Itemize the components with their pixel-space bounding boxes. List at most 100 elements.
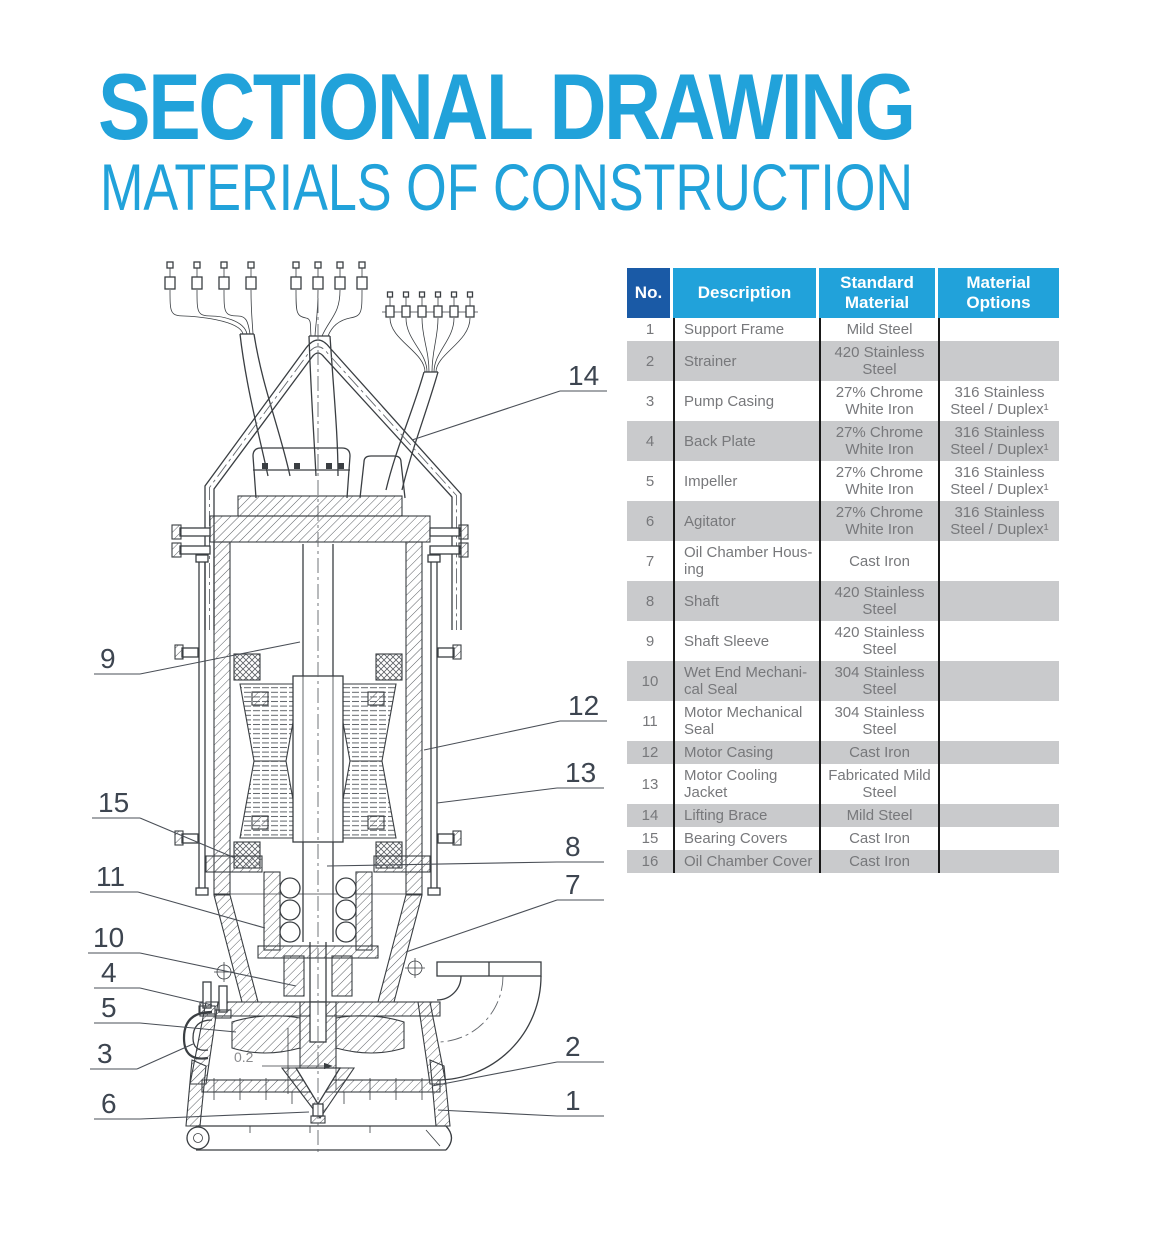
column-header-description: Description xyxy=(673,268,819,318)
cell-material-options xyxy=(938,541,1059,581)
cell-no: 10 xyxy=(641,672,659,690)
cell-description: Oil Chamber Cover xyxy=(673,850,819,873)
callout-number-8: 8 xyxy=(565,831,581,862)
cell-no: 11 xyxy=(642,712,658,730)
shaft-and-rotor xyxy=(292,544,344,942)
callout-number-3: 3 xyxy=(97,1038,113,1069)
cell-material-options xyxy=(938,850,1059,873)
cell-material-options xyxy=(938,804,1059,827)
cell-no: 16 xyxy=(641,853,659,870)
callout-number-10: 10 xyxy=(93,922,124,953)
cell-no: 12 xyxy=(641,744,659,761)
cell-description: Motor Casing xyxy=(673,741,819,764)
callout-number-1: 1 xyxy=(565,1085,581,1116)
dimension-label: 0.2 xyxy=(234,1049,254,1065)
cell-no: 1 xyxy=(645,321,655,338)
cell-description: Oil Chamber Hous- ing xyxy=(673,541,819,581)
cell-no: 3 xyxy=(645,392,655,410)
callout-number-14: 14 xyxy=(568,360,599,391)
strainer xyxy=(213,1078,423,1104)
callout-5: 5 xyxy=(94,992,237,1033)
cover-bolts xyxy=(171,524,469,558)
callout-11: 11 xyxy=(90,861,266,929)
cell-material-options xyxy=(938,341,1059,381)
cell-description: Back Plate xyxy=(673,421,819,461)
callout-number-12: 12 xyxy=(568,690,599,721)
cell-material-options xyxy=(938,741,1059,764)
cell-standard-material: Cast Iron xyxy=(819,541,938,581)
cell-no: 7 xyxy=(645,552,655,570)
callout-15: 15 xyxy=(92,787,236,859)
callout-number-7: 7 xyxy=(565,869,581,900)
page-subtitle: MATERIALS OF CONSTRUCTION xyxy=(100,150,914,224)
cell-standard-material: Cast Iron xyxy=(819,741,938,764)
cell-description: Agitator xyxy=(673,501,819,541)
motor-cooling-jacket xyxy=(174,554,462,896)
cell-no: 8 xyxy=(645,592,655,610)
callout-14-leader xyxy=(411,390,561,441)
cell-no: 6 xyxy=(645,512,655,530)
callout-8-leader xyxy=(326,861,558,867)
materials-table: No. Description Standard Material Materi… xyxy=(627,268,1059,873)
callout-13: 13 xyxy=(436,757,604,804)
cell-no: 14 xyxy=(641,807,659,824)
callout-number-2: 2 xyxy=(565,1031,581,1062)
cell-no: 4 xyxy=(645,432,655,450)
cell-material-options xyxy=(938,581,1059,621)
column-header-material-options: Material Options xyxy=(938,268,1059,318)
callout-9-leader xyxy=(139,641,301,675)
callout-4: 4 xyxy=(94,957,213,1006)
cell-description: Motor Cooling Jacket xyxy=(673,764,819,804)
cell-description: Motor Mechanical Seal xyxy=(673,701,819,741)
column-header-no: No. xyxy=(627,268,673,318)
support-frame xyxy=(185,1059,453,1151)
cell-no: 15 xyxy=(641,830,659,847)
cell-no: 5 xyxy=(645,472,655,490)
callout-7-leader xyxy=(405,899,558,953)
cell-standard-material: 420 Stainless Steel xyxy=(819,341,938,381)
callout-8: 8 xyxy=(326,831,604,867)
callout-12-leader xyxy=(423,720,561,751)
callout-number-13: 13 xyxy=(565,757,596,788)
callout-9: 9 xyxy=(94,641,301,675)
cell-no: 9 xyxy=(645,632,655,650)
cell-standard-material: 27% Chrome White Iron xyxy=(819,381,938,421)
cell-description: Support Frame xyxy=(673,318,819,341)
cell-material-options: 316 Stainless Steel / Duplex¹ xyxy=(938,381,1059,421)
cell-material-options: 316 Stainless Steel / Duplex¹ xyxy=(938,461,1059,501)
callout-3: 3 xyxy=(90,1038,194,1070)
cell-standard-material: Mild Steel xyxy=(819,318,938,341)
callout-number-5: 5 xyxy=(101,992,117,1023)
callout-14: 14 xyxy=(411,360,607,441)
control-cable xyxy=(382,291,478,491)
callout-10-leader xyxy=(139,952,297,987)
cable-gland-assembly xyxy=(171,447,469,558)
cell-material-options: 316 Stainless Steel / Duplex¹ xyxy=(938,421,1059,461)
cell-description: Impeller xyxy=(673,461,819,501)
callout-1-leader xyxy=(437,1109,558,1117)
cell-material-options xyxy=(938,621,1059,661)
callout-4-leader xyxy=(139,987,213,1006)
cell-no: 13 xyxy=(641,775,659,793)
cell-material-options xyxy=(938,661,1059,701)
callout-10: 10 xyxy=(88,922,297,987)
cell-standard-material: 420 Stainless Steel xyxy=(819,621,938,661)
callout-number-11: 11 xyxy=(96,861,125,892)
cell-description: Wet End Mechani- cal Seal xyxy=(673,661,819,701)
callout-number-6: 6 xyxy=(101,1088,117,1119)
callout-2: 2 xyxy=(431,1031,604,1087)
cell-material-options xyxy=(938,701,1059,741)
callout-7: 7 xyxy=(405,869,604,953)
cell-standard-material: Fabricated Mild Steel xyxy=(819,764,938,804)
